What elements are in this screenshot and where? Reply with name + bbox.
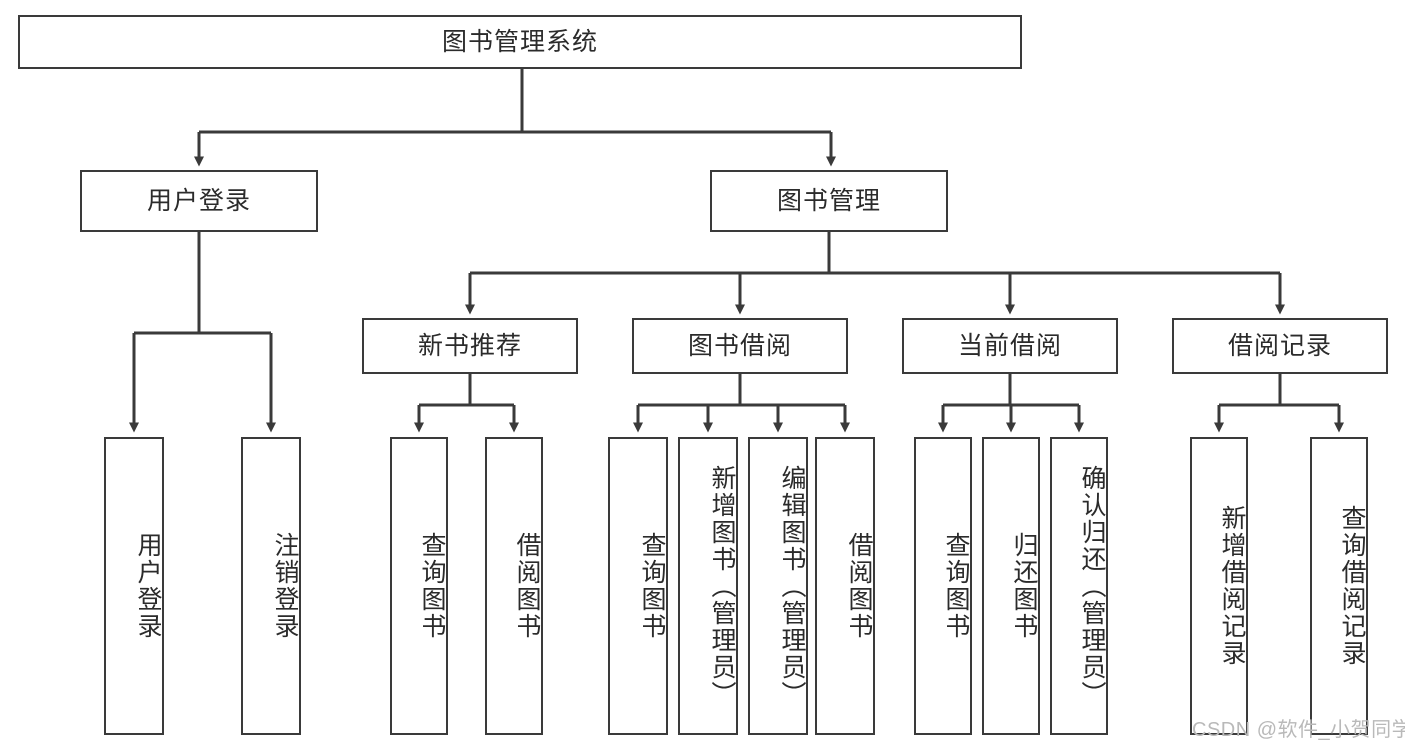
node-leaf-edit-book-label: 编辑图书（管理员） xyxy=(778,464,806,708)
node-leaf-user-login-label: 用户登录 xyxy=(134,532,162,640)
node-user-login-label: 用户登录 xyxy=(146,187,251,215)
node-user-login[interactable]: 用户登录 xyxy=(80,170,318,232)
node-leaf-add-record-label: 新增借阅记录 xyxy=(1218,505,1246,667)
node-leaf-borrow-book-rec[interactable]: 借阅图书 xyxy=(485,437,543,735)
node-new-book-rec-label: 新书推荐 xyxy=(417,332,522,360)
node-leaf-logout-label: 注销登录 xyxy=(271,532,299,640)
node-leaf-query-book-borrow-label: 查询图书 xyxy=(638,532,666,640)
node-leaf-borrow-book-label: 借阅图书 xyxy=(845,532,873,640)
node-leaf-user-login[interactable]: 用户登录 xyxy=(104,437,164,735)
node-leaf-borrow-book[interactable]: 借阅图书 xyxy=(815,437,875,735)
node-leaf-logout[interactable]: 注销登录 xyxy=(241,437,301,735)
node-leaf-query-book-cur[interactable]: 查询图书 xyxy=(914,437,972,735)
node-leaf-confirm-return[interactable]: 确认归还（管理员） xyxy=(1050,437,1108,735)
node-leaf-return-book-label: 归还图书 xyxy=(1010,532,1038,640)
node-root-label: 图书管理系统 xyxy=(441,28,598,56)
node-leaf-add-book-label: 新增图书（管理员） xyxy=(708,464,736,708)
node-leaf-add-book[interactable]: 新增图书（管理员） xyxy=(678,437,738,735)
node-leaf-query-record[interactable]: 查询借阅记录 xyxy=(1310,437,1368,735)
node-leaf-query-record-label: 查询借阅记录 xyxy=(1338,505,1366,667)
node-leaf-query-book-borrow[interactable]: 查询图书 xyxy=(608,437,668,735)
node-book-manage[interactable]: 图书管理 xyxy=(710,170,948,232)
node-leaf-borrow-book-rec-label: 借阅图书 xyxy=(513,532,541,640)
node-book-manage-label: 图书管理 xyxy=(776,187,881,215)
node-leaf-return-book[interactable]: 归还图书 xyxy=(982,437,1040,735)
node-root[interactable]: 图书管理系统 xyxy=(18,15,1022,69)
node-leaf-edit-book[interactable]: 编辑图书（管理员） xyxy=(748,437,808,735)
node-current-borrow[interactable]: 当前借阅 xyxy=(902,318,1118,374)
node-book-borrow-label: 图书借阅 xyxy=(687,332,792,360)
node-borrow-record[interactable]: 借阅记录 xyxy=(1172,318,1388,374)
node-leaf-query-book-rec-label: 查询图书 xyxy=(418,532,446,640)
node-new-book-rec[interactable]: 新书推荐 xyxy=(362,318,578,374)
node-leaf-add-record[interactable]: 新增借阅记录 xyxy=(1190,437,1248,735)
node-leaf-query-book-rec[interactable]: 查询图书 xyxy=(390,437,448,735)
node-current-borrow-label: 当前借阅 xyxy=(957,332,1062,360)
node-leaf-query-book-cur-label: 查询图书 xyxy=(942,532,970,640)
node-leaf-confirm-return-label: 确认归还（管理员） xyxy=(1078,464,1106,708)
node-borrow-record-label: 借阅记录 xyxy=(1227,332,1332,360)
node-book-borrow[interactable]: 图书借阅 xyxy=(632,318,848,374)
